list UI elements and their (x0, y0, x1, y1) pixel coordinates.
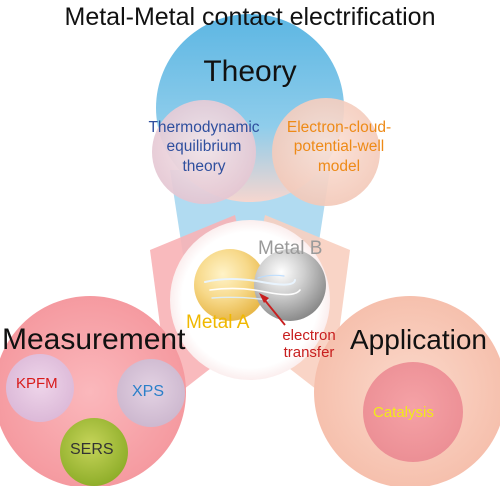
sers-label: SERS (70, 441, 114, 458)
catalysis-circle (363, 362, 463, 462)
electron-transfer-label: electron transfer (282, 327, 336, 362)
electron-cloud-circle (272, 98, 380, 206)
metal-b-label: Metal B (258, 238, 323, 259)
measurement-heading: Measurement (2, 323, 186, 356)
electron-transfer-arrow (259, 293, 286, 326)
xps-circle (117, 359, 185, 427)
diagram-title: Metal-Metal contact electrification (64, 3, 436, 31)
metal-a-label: Metal A (186, 312, 250, 333)
catalysis-label: Catalysis (373, 404, 434, 421)
xps-label: XPS (132, 383, 165, 400)
electron-cloud-model-label: Electron-cloud- potential-well model (286, 119, 392, 175)
application-heading: Application (350, 324, 487, 355)
thermodynamic-circle (152, 100, 256, 204)
sers-circle (60, 418, 128, 486)
thermodynamic-equilibrium-label: Thermodynamic equilibrium theory (148, 119, 260, 175)
metal-a-sphere (194, 249, 266, 321)
theory-heading: Theory (203, 55, 297, 88)
kpfm-circle (6, 354, 74, 422)
measurement-lobe (0, 296, 186, 486)
kpfm-label: KPFM (16, 375, 58, 392)
